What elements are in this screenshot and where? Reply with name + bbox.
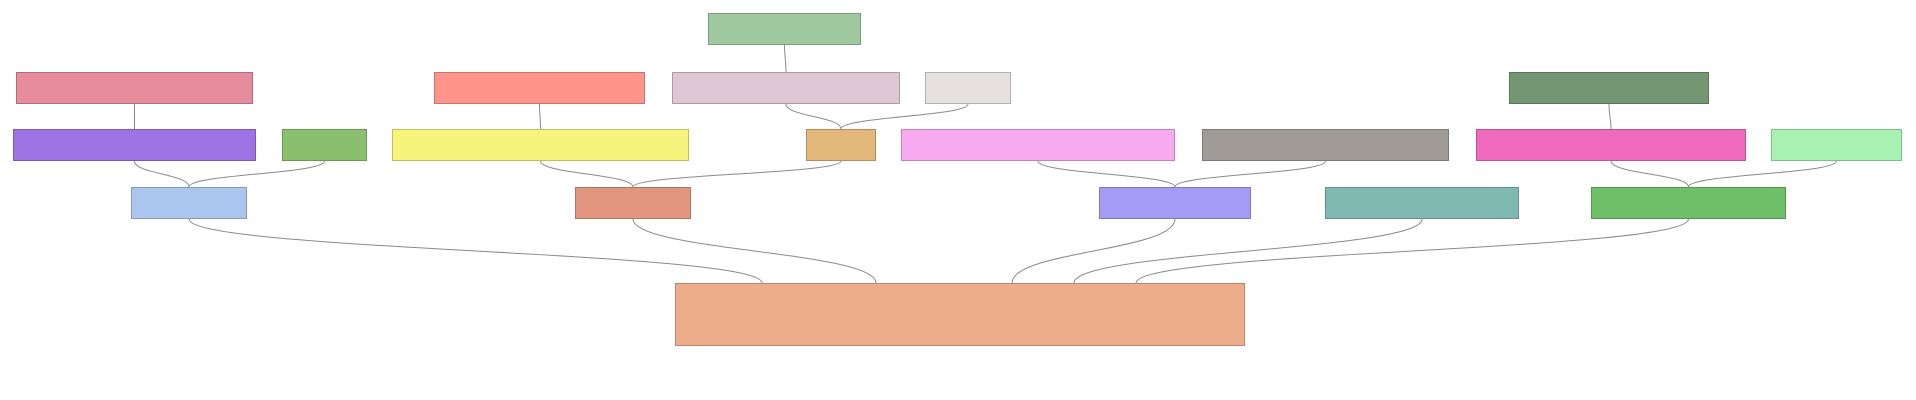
connector-line: [1011, 218, 1176, 284]
node-top: [708, 13, 861, 45]
node-row3-4: [806, 129, 876, 161]
connector-line: [134, 160, 190, 188]
connector-line: [840, 103, 969, 130]
connector-line: [1037, 160, 1176, 188]
node-row3-8: [1771, 129, 1902, 161]
node-row2-1: [16, 72, 253, 104]
node-row4-3: [1099, 187, 1251, 219]
node-row4-2: [575, 187, 691, 219]
connector-line: [784, 44, 787, 73]
connector-line: [188, 218, 763, 284]
node-row3-6: [1202, 129, 1449, 161]
connector-line: [539, 103, 541, 130]
node-row2-4: [925, 72, 1011, 104]
node-row2-2: [434, 72, 645, 104]
connector-line: [1174, 160, 1326, 188]
node-row3-2: [282, 129, 367, 161]
connector-line: [1610, 160, 1689, 188]
node-row3-1: [13, 129, 256, 161]
node-row3-7: [1476, 129, 1746, 161]
connector-line: [1135, 218, 1689, 284]
connector-line: [1688, 160, 1837, 188]
node-root: [675, 283, 1245, 346]
connector-line: [785, 103, 842, 130]
connector-line: [632, 218, 877, 284]
connector-line: [632, 160, 842, 188]
node-row3-3: [392, 129, 689, 161]
connector-line: [540, 160, 634, 188]
connector-line: [1608, 103, 1612, 130]
node-row4-1: [131, 187, 247, 219]
node-row4-4: [1325, 187, 1519, 219]
connector-line: [188, 160, 325, 188]
node-row3-5: [901, 129, 1175, 161]
node-row2-5: [1509, 72, 1709, 104]
node-row2-3: [672, 72, 900, 104]
node-row4-5: [1591, 187, 1786, 219]
connector-line: [1073, 218, 1423, 284]
